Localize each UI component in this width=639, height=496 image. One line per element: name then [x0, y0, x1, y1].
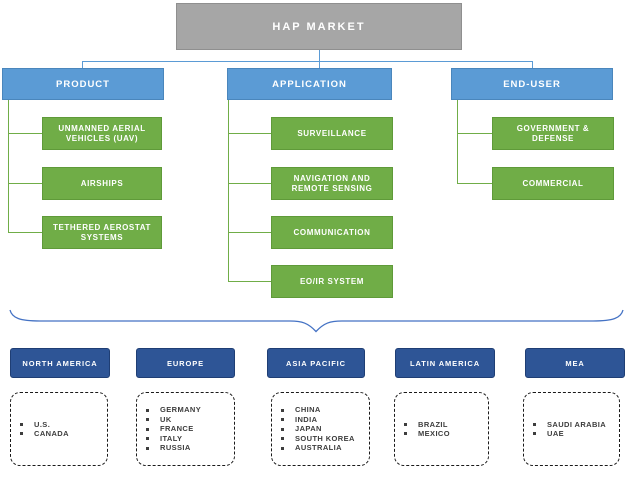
- region-node-latin-america: LATIN AMERICA: [395, 348, 495, 378]
- country-label: GERMANY: [160, 405, 202, 415]
- bullet-icon: [281, 408, 284, 412]
- region-node-asia-pacific: ASIA PACIFIC: [267, 348, 365, 378]
- connector-line: [457, 183, 492, 184]
- connector-line: [8, 100, 9, 233]
- bullet-icon: [146, 408, 149, 412]
- child-node-uav: UNMANNED AERIAL VEHICLES (UAV): [42, 117, 162, 150]
- country-label: RUSSIA: [160, 443, 191, 453]
- list-item: BRAZIL: [404, 420, 484, 430]
- bullet-icon: [146, 418, 149, 421]
- connector-line: [228, 100, 229, 282]
- list-item: MEXICO: [404, 429, 484, 439]
- region-node-north-america: NORTH AMERICA: [10, 348, 110, 378]
- connector-line: [228, 133, 271, 134]
- country-label: SOUTH KOREA: [295, 433, 355, 443]
- country-label: JAPAN: [295, 424, 322, 434]
- child-node-tethered-aerostat-systems: TETHERED AEROSTAT SYSTEMS: [42, 216, 162, 249]
- connector-line: [8, 183, 42, 184]
- country-label: UAE: [547, 429, 565, 438]
- list-item: GERMANY: [146, 405, 230, 415]
- country-label: CHINA: [295, 405, 321, 415]
- list-item: RUSSIA: [146, 443, 230, 453]
- brace: [9, 309, 624, 333]
- country-list-latin-america: BRAZIL MEXICO: [394, 392, 489, 466]
- country-list-asia-pacific: CHINA INDIA JAPAN SOUTH KOREA AUSTRALIA: [271, 392, 370, 466]
- bullet-icon: [533, 432, 536, 436]
- bullet-icon: [281, 446, 284, 450]
- child-node-surveillance: SURVEILLANCE: [271, 117, 393, 150]
- country-label: SAUDI ARABIA: [547, 419, 607, 429]
- list-item: SOUTH KOREA: [281, 434, 365, 444]
- segment-node-application: APPLICATION: [227, 68, 392, 100]
- country-label: ITALY: [160, 433, 183, 443]
- list-item: SAUDI ARABIA: [533, 420, 615, 430]
- list-item: CANADA: [20, 429, 103, 439]
- root-node-hap-market: HAP MARKET: [176, 3, 462, 50]
- country-label: UK: [160, 414, 172, 424]
- list-item: U.S.: [20, 420, 103, 430]
- region-node-mea: MEA: [525, 348, 625, 378]
- bullet-icon: [404, 422, 407, 426]
- list-item: JAPAN: [281, 424, 365, 434]
- bullet-icon: [20, 432, 23, 436]
- list-item: FRANCE: [146, 424, 230, 434]
- connector-line: [228, 281, 271, 282]
- connector-line: [228, 232, 271, 233]
- connector-line: [319, 50, 320, 62]
- country-label: AUSTRALIA: [295, 443, 342, 453]
- bullet-icon: [146, 437, 149, 440]
- child-node-eo-ir-system: EO/IR SYSTEM: [271, 265, 393, 298]
- bullet-icon: [404, 432, 407, 436]
- list-item: UK: [146, 415, 230, 425]
- list-item: UAE: [533, 429, 615, 439]
- country-label: MEXICO: [418, 429, 450, 438]
- segment-node-end-user: END-USER: [451, 68, 613, 100]
- bullet-icon: [281, 437, 284, 440]
- connector-line: [532, 61, 533, 69]
- connector-line: [457, 100, 458, 184]
- country-list-north-america: U.S. CANADA: [10, 392, 108, 466]
- connector-line: [457, 133, 492, 134]
- region-node-europe: EUROPE: [136, 348, 235, 378]
- country-label: CANADA: [34, 429, 69, 438]
- bullet-icon: [281, 427, 284, 431]
- connector-line: [8, 133, 42, 134]
- list-item: CHINA: [281, 405, 365, 415]
- child-node-navigation-remote-sensing: NAVIGATION AND REMOTE SENSING: [271, 167, 393, 200]
- country-label: BRAZIL: [418, 419, 448, 429]
- country-list-europe: GERMANY UK FRANCE ITALY RUSSIA: [136, 392, 235, 466]
- child-node-airships: AIRSHIPS: [42, 167, 162, 200]
- child-node-communication: COMMUNICATION: [271, 216, 393, 249]
- connector-line: [82, 61, 533, 62]
- list-item: AUSTRALIA: [281, 443, 365, 453]
- country-label: INDIA: [295, 414, 318, 424]
- connector-line: [228, 183, 271, 184]
- bullet-icon: [146, 427, 149, 431]
- bullet-icon: [533, 422, 536, 426]
- country-list-mea: SAUDI ARABIA UAE: [523, 392, 620, 466]
- child-node-government-defense: GOVERNMENT & DEFENSE: [492, 117, 614, 150]
- bullet-icon: [20, 422, 23, 426]
- connector-line: [8, 232, 42, 233]
- connector-line: [319, 61, 320, 69]
- segment-node-product: PRODUCT: [2, 68, 164, 100]
- list-item: ITALY: [146, 434, 230, 444]
- child-node-commercial: COMMERCIAL: [492, 167, 614, 200]
- list-item: INDIA: [281, 415, 365, 425]
- bullet-icon: [146, 446, 149, 450]
- country-label: FRANCE: [160, 424, 194, 434]
- bullet-icon: [281, 418, 284, 421]
- country-label: U.S.: [34, 419, 51, 429]
- connector-line: [82, 61, 83, 69]
